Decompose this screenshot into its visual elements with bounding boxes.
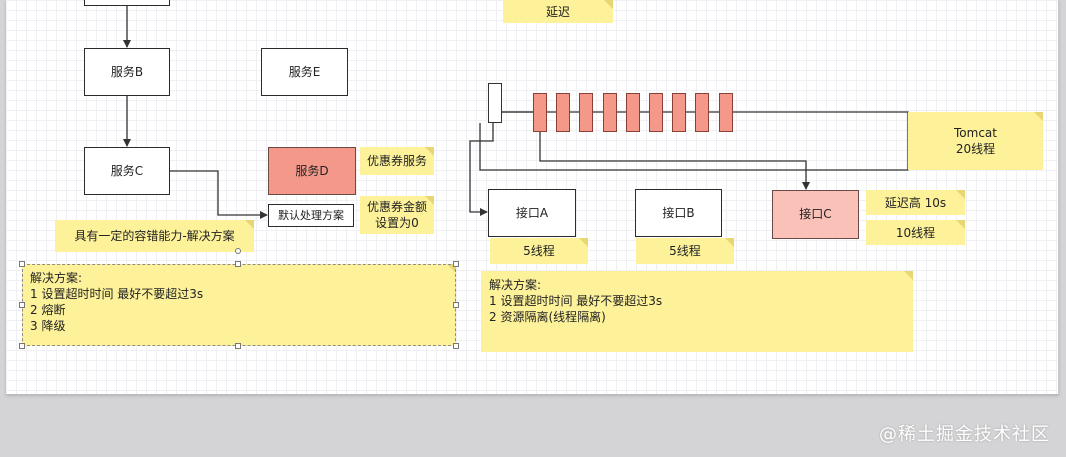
service-d-box[interactable]: 服务D	[268, 147, 356, 195]
coupon-service-note[interactable]: 优惠券服务	[360, 147, 434, 175]
fault-tolerance-note[interactable]: 具有一定的容错能力-解决方案	[55, 220, 254, 252]
left-solution-note[interactable]: 解决方案: 1 设置超时时间 最好不要超过3s 2 熔断 3 降级	[22, 264, 456, 346]
a-threads-note[interactable]: 5线程	[490, 238, 588, 264]
coupon-amount-note[interactable]: 优惠券金额 设置为0	[360, 196, 434, 234]
queue-slot[interactable]	[556, 93, 570, 132]
tomcat-note[interactable]: Tomcat 20线程	[908, 112, 1043, 170]
resize-handle-br[interactable]	[453, 343, 459, 349]
interface-c-label: 接口C	[799, 207, 832, 221]
service-c-label: 服务C	[110, 163, 144, 178]
arrow-socket-to-interface-a	[469, 123, 494, 216]
top-service-box[interactable]	[84, 0, 170, 6]
queue-slot[interactable]	[533, 93, 547, 132]
high-delay-note[interactable]: 延迟高 10s	[866, 190, 965, 215]
queue-slot[interactable]	[695, 93, 709, 132]
resize-handle-bl[interactable]	[19, 343, 25, 349]
c-threads-note[interactable]: 10线程	[866, 220, 965, 245]
service-b-box[interactable]: 服务B	[84, 48, 170, 96]
service-e-box[interactable]: 服务E	[261, 48, 348, 96]
service-c-box[interactable]: 服务C	[84, 147, 170, 195]
resize-handle-bm[interactable]	[235, 343, 241, 349]
rotate-handle[interactable]	[235, 248, 241, 254]
interface-b-label: 接口B	[662, 205, 695, 220]
interface-a-box[interactable]: 接口A	[488, 189, 576, 237]
service-b-label: 服务B	[110, 64, 144, 79]
resize-handle-ml[interactable]	[19, 302, 25, 308]
service-d-label: 服务D	[295, 163, 329, 178]
b-threads-text: 5线程	[669, 244, 701, 258]
resize-handle-tm[interactable]	[235, 261, 241, 267]
c-threads-text: 10线程	[895, 225, 936, 240]
tomcat-frame-line	[479, 111, 909, 171]
queue-slot[interactable]	[626, 93, 640, 132]
high-delay-text: 延迟高 10s	[884, 195, 947, 210]
queue-slot[interactable]	[579, 93, 593, 132]
interface-a-label: 接口A	[515, 205, 549, 220]
resize-handle-mr[interactable]	[453, 302, 459, 308]
resize-handle-tl[interactable]	[19, 261, 25, 267]
watermark-text: @稀土掘金技术社区	[879, 424, 1050, 445]
right-solution-text: 解决方案: 1 设置超时时间 最好不要超过3s 2 资源隔离(线程隔离)	[489, 278, 663, 324]
default-handler-box[interactable]: 默认处理方案	[268, 204, 354, 227]
right-solution-note[interactable]: 解决方案: 1 设置超时时间 最好不要超过3s 2 资源隔离(线程隔离)	[481, 271, 913, 352]
queue-slot[interactable]	[672, 93, 686, 132]
queue-slot[interactable]	[649, 93, 663, 132]
coupon-amount-text: 优惠券金额 设置为0	[366, 200, 427, 230]
fault-tolerance-text: 具有一定的容错能力-解决方案	[74, 229, 235, 243]
resize-handle-tr[interactable]	[453, 261, 459, 267]
a-threads-text: 5线程	[523, 244, 555, 258]
queue-slot[interactable]	[719, 93, 733, 132]
tomcat-text: Tomcat 20线程	[954, 126, 997, 156]
default-handler-label: 默认处理方案	[278, 209, 344, 222]
queue-slot[interactable]	[603, 93, 617, 132]
arrow-service-c-to-default	[170, 170, 268, 219]
interface-c-box[interactable]: 接口C	[772, 190, 859, 239]
queue-socket[interactable]	[488, 83, 502, 123]
interface-b-box[interactable]: 接口B	[635, 189, 722, 237]
top-delay-note[interactable]: 延迟	[503, 0, 613, 23]
coupon-service-text: 优惠券服务	[366, 154, 427, 168]
service-e-label: 服务E	[288, 64, 321, 79]
top-delay-text: 延迟	[545, 4, 570, 19]
b-threads-note[interactable]: 5线程	[636, 238, 734, 264]
left-solution-text: 解决方案: 1 设置超时时间 最好不要超过3s 2 熔断 3 降级	[30, 271, 204, 333]
arrow-queue-to-interface-c	[539, 132, 810, 190]
